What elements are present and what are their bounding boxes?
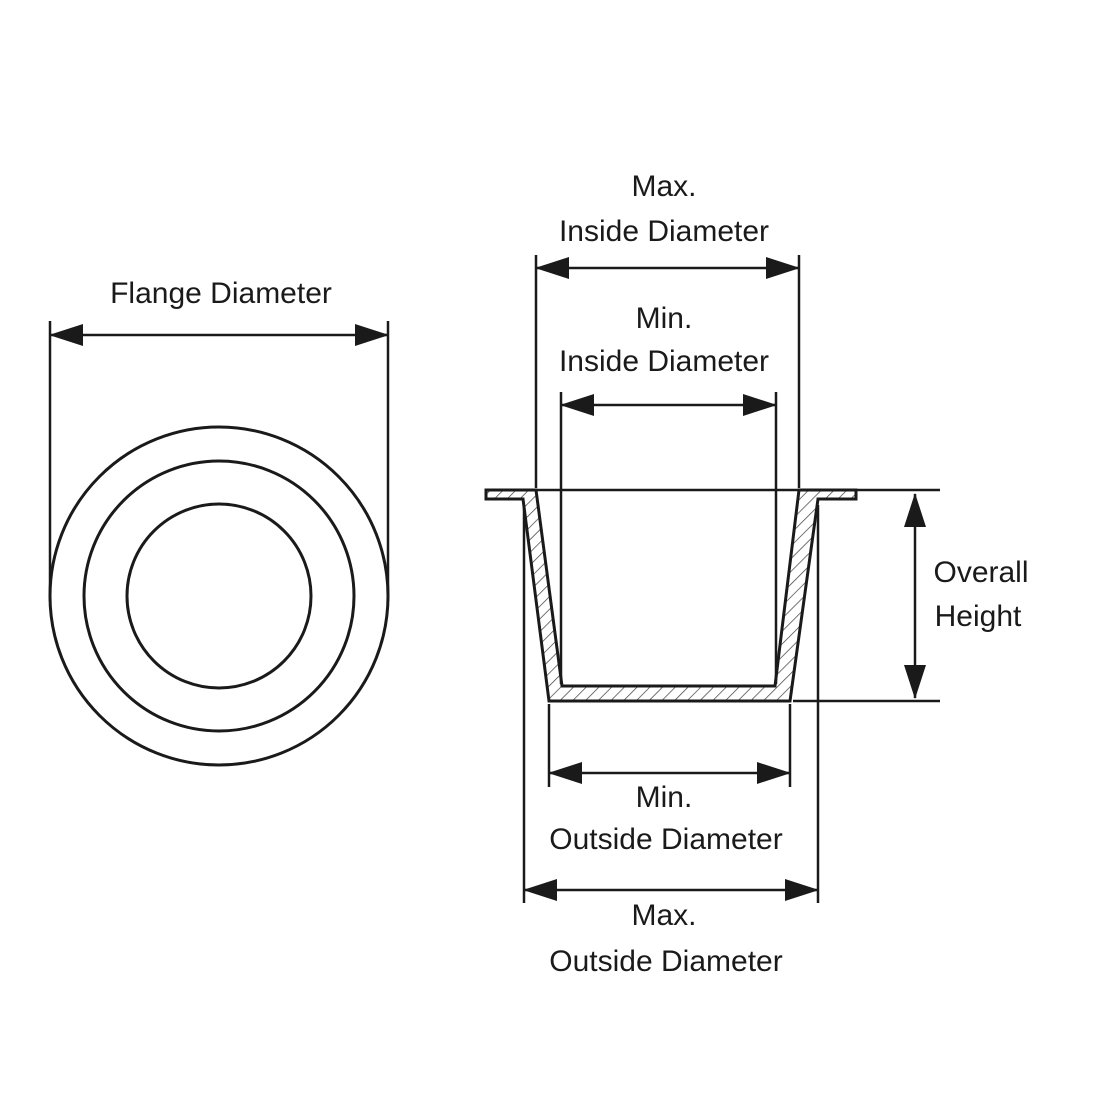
flange-outer-circle <box>48 425 390 767</box>
min-inside-diameter-label-line1: Min. <box>636 302 693 335</box>
overall-height-label-line2: Height <box>935 600 1022 633</box>
min-outside-diameter-dimension: Min. Outside Diameter <box>547 704 792 856</box>
min-inside-diameter-dimension: Min. Inside Diameter <box>559 302 778 684</box>
overall-height-label-line1: Overall <box>933 556 1028 589</box>
outside-diameter-circle <box>82 459 356 733</box>
grommet-cross-section <box>484 488 858 703</box>
top-view <box>48 425 390 767</box>
max-outside-diameter-dimension: Max. Outside Diameter <box>522 505 820 978</box>
overall-height-dimension: Overall Height <box>904 493 1029 699</box>
max-outside-diameter-label-line1: Max. <box>631 899 696 932</box>
flange-diameter-label: Flange Diameter <box>110 277 332 310</box>
max-inside-diameter-label-line2: Inside Diameter <box>559 215 769 248</box>
inside-diameter-circle <box>125 502 313 690</box>
flange-diameter-dimension: Flange Diameter <box>48 277 390 601</box>
min-outside-diameter-label-line2: Outside Diameter <box>549 823 782 856</box>
max-inside-diameter-label-line1: Max. <box>631 170 696 203</box>
min-inside-diameter-label-line2: Inside Diameter <box>559 345 769 378</box>
section-view <box>484 488 940 703</box>
max-outside-diameter-label-line2: Outside Diameter <box>549 945 782 978</box>
min-outside-diameter-label-line1: Min. <box>636 781 693 814</box>
max-inside-diameter-dimension: Max. Inside Diameter <box>534 170 801 488</box>
